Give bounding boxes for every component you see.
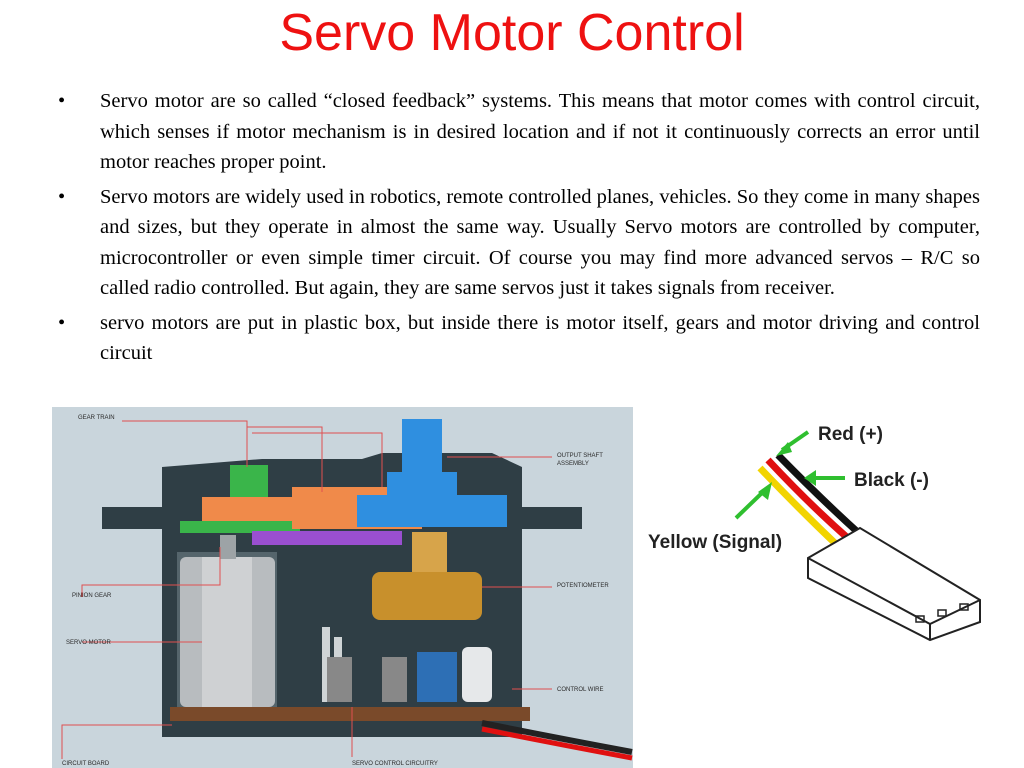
transistor <box>327 657 352 702</box>
bullet-marker: • <box>58 90 66 112</box>
bullet-text: servo motors are put in plastic box, but… <box>100 311 980 365</box>
black-wire <box>775 452 865 539</box>
crystal <box>462 647 492 702</box>
red-wire <box>765 457 853 543</box>
gear-blue-lower <box>357 495 507 527</box>
label-servo-motor: SERVO MOTOR <box>66 640 111 646</box>
circuit-board <box>170 707 530 721</box>
mounting-tab-left <box>102 507 172 529</box>
potentiometer <box>372 572 482 620</box>
bullet-text: Servo motor are so called “closed feedba… <box>100 90 980 173</box>
bullet-list: • Servo motor are so called “closed feed… <box>58 86 980 373</box>
servo-wire-connector: Red (+) Black (-) Yellow (Signal) <box>648 424 981 642</box>
motor-highlight <box>202 557 252 707</box>
connector-pin <box>959 603 969 611</box>
label-servo-control-circuitry: SERVO CONTROL CIRCUITRY <box>352 761 438 767</box>
pinion-gear <box>220 535 236 559</box>
bullet-item: • Servo motors are widely used in roboti… <box>58 182 980 304</box>
mounting-tab-right <box>522 507 582 529</box>
slide-title: Servo Motor Control <box>279 4 745 62</box>
label-gear-train: GEAR TRAIN <box>78 415 115 421</box>
gear-green-lower <box>180 521 300 533</box>
label-pinion-gear: PINION GEAR <box>72 593 112 599</box>
bullet-text: Servo motors are widely used in robotics… <box>100 185 980 300</box>
servo-cutaway-diagram: GEAR TRAIN OUTPUT SHAFT ASSEMBLY POTENTI… <box>52 407 633 768</box>
connector-pin <box>937 609 947 617</box>
yellow-wire <box>757 465 841 549</box>
connector-pin <box>915 615 925 623</box>
bullet-item: • servo motors are put in plastic box, b… <box>58 308 980 369</box>
indicator-arrows <box>734 430 845 520</box>
output-shaft <box>402 419 442 474</box>
label-control-wire: CONTROL WIRE <box>557 687 603 693</box>
label-output-shaft-assembly: ASSEMBLY <box>557 461 589 467</box>
capacitor <box>417 652 457 702</box>
gear-purple <box>252 531 402 545</box>
label-red-wire: Red (+) <box>818 424 883 445</box>
label-circuit-board: CIRCUIT BOARD <box>62 761 110 767</box>
bullet-marker: • <box>58 185 66 208</box>
potentiometer-shaft <box>412 532 447 572</box>
label-black-wire: Black (-) <box>854 470 929 491</box>
label-potentiometer: POTENTIOMETER <box>557 583 609 589</box>
label-leader-lines <box>61 420 552 759</box>
bullet-marker: • <box>58 311 66 334</box>
transistor <box>382 657 407 702</box>
connector-housing <box>807 526 981 642</box>
bullet-item: • Servo motor are so called “closed feed… <box>58 86 980 178</box>
control-wire-red <box>481 726 633 761</box>
pot-lead <box>322 627 330 702</box>
control-wire <box>481 720 633 755</box>
label-yellow-wire: Yellow (Signal) <box>648 532 782 553</box>
label-output-shaft: OUTPUT SHAFT <box>557 453 603 459</box>
